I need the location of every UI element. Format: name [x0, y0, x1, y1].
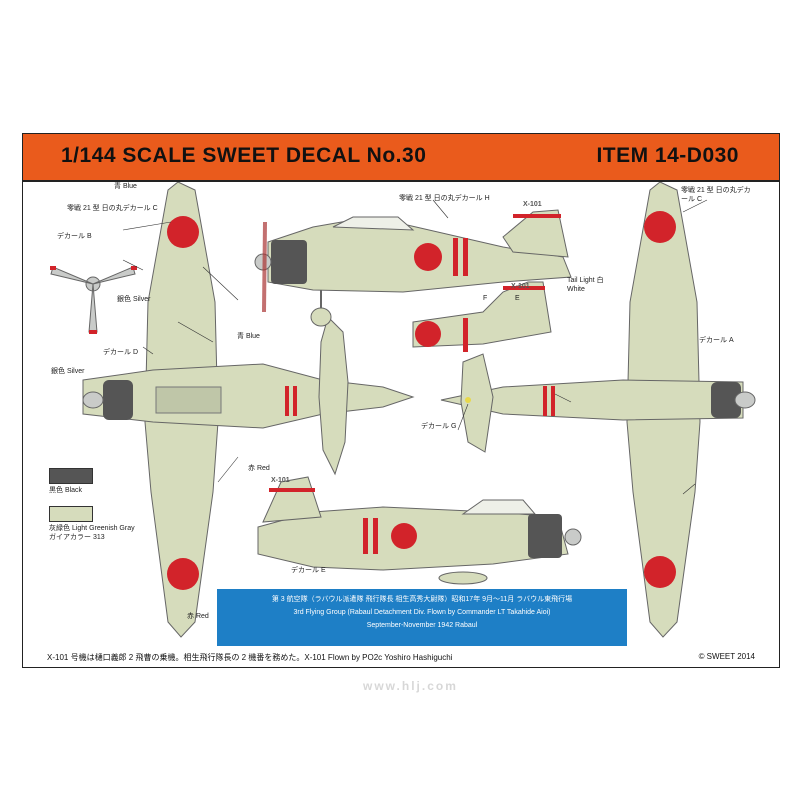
label-red-bottom: 赤 Red	[187, 613, 209, 620]
watermark: www.hlj.com	[363, 679, 458, 693]
label-decal-b: デカール B	[57, 233, 92, 240]
footer-note: X-101 号機は樋口義郎 2 飛曹の乗機。相生飛行隊長の 2 機番を務めた。X…	[47, 653, 453, 662]
aircraft-side-view-right	[257, 476, 582, 585]
label-blue-top: 青 Blue	[114, 183, 137, 190]
legend-swatch-black	[49, 468, 93, 484]
caption-line-3: September-November 1942 Rabaul	[366, 622, 478, 629]
label-red: 赤 Red	[248, 465, 270, 472]
propeller-icon	[50, 266, 137, 334]
label-decal-g: デカール G	[421, 423, 457, 430]
sheet-title: 1/144 SCALE SWEET DECAL No.30	[61, 144, 427, 167]
item-number: ITEM 14-D030	[596, 144, 739, 167]
label-blue-mid: 青 Blue	[237, 333, 260, 340]
legend-label-gray: 灰緑色 Light Greenish Gray ガイアカラー 313	[49, 525, 135, 541]
label-decal-e-bottom: デカール E	[291, 567, 326, 574]
tail-code-3: X-101	[271, 477, 290, 484]
aircraft-illustrations	[50, 182, 756, 638]
aircraft-bottom-view	[440, 182, 756, 638]
label-decal-h: 零戦 21 型 日の丸デカール H	[399, 195, 490, 202]
aircraft-tail-detail	[412, 281, 552, 352]
tail-code-2: X-101	[511, 283, 530, 290]
hinomaru-upper-left	[167, 216, 199, 248]
leader-lines	[122, 199, 708, 495]
label-silver-prop: 銀色 Silver	[117, 296, 151, 303]
decal-sheet: 1/144 SCALE SWEET DECAL No.30 ITEM 14-D0…	[22, 133, 780, 693]
label-tail-light: Tail Light 白 White	[567, 277, 604, 293]
caption-line-2: 3rd Flying Group (Rabaul Detachment Div.…	[293, 609, 551, 616]
label-silver-spinner: 銀色 Silver	[51, 368, 85, 375]
legend-label-black: 黒色 Black	[49, 487, 83, 494]
caption-line-1: 第 3 航空隊（ラバウル派遣隊 飛行隊長 相生高秀大尉隊）昭和17年 9月～11…	[271, 596, 573, 603]
hinomaru-lower-left	[167, 558, 199, 590]
footer-copyright: © SWEET 2014	[698, 652, 755, 661]
aircraft-top-view	[82, 182, 415, 638]
label-decal-c-left: 零戦 21 型 日の丸デカール C	[67, 205, 158, 212]
label-decal-c-right: 零戦 21 型 日の丸デカール C	[681, 187, 751, 203]
legend-swatch-gray	[49, 506, 93, 522]
header-bar: 1/144 SCALE SWEET DECAL No.30 ITEM 14-D0…	[23, 134, 779, 182]
label-e: E	[515, 295, 520, 302]
aircraft-side-view-left	[254, 209, 572, 327]
label-decal-a: デカール A	[699, 337, 734, 344]
label-f: F	[483, 295, 488, 302]
tail-code-1: X-101	[523, 201, 542, 208]
caption-box: 第 3 航空隊（ラバウル派遣隊 飛行隊長 相生高秀大尉隊）昭和17年 9月～11…	[217, 589, 627, 646]
label-decal-d: デカール D	[103, 349, 138, 356]
